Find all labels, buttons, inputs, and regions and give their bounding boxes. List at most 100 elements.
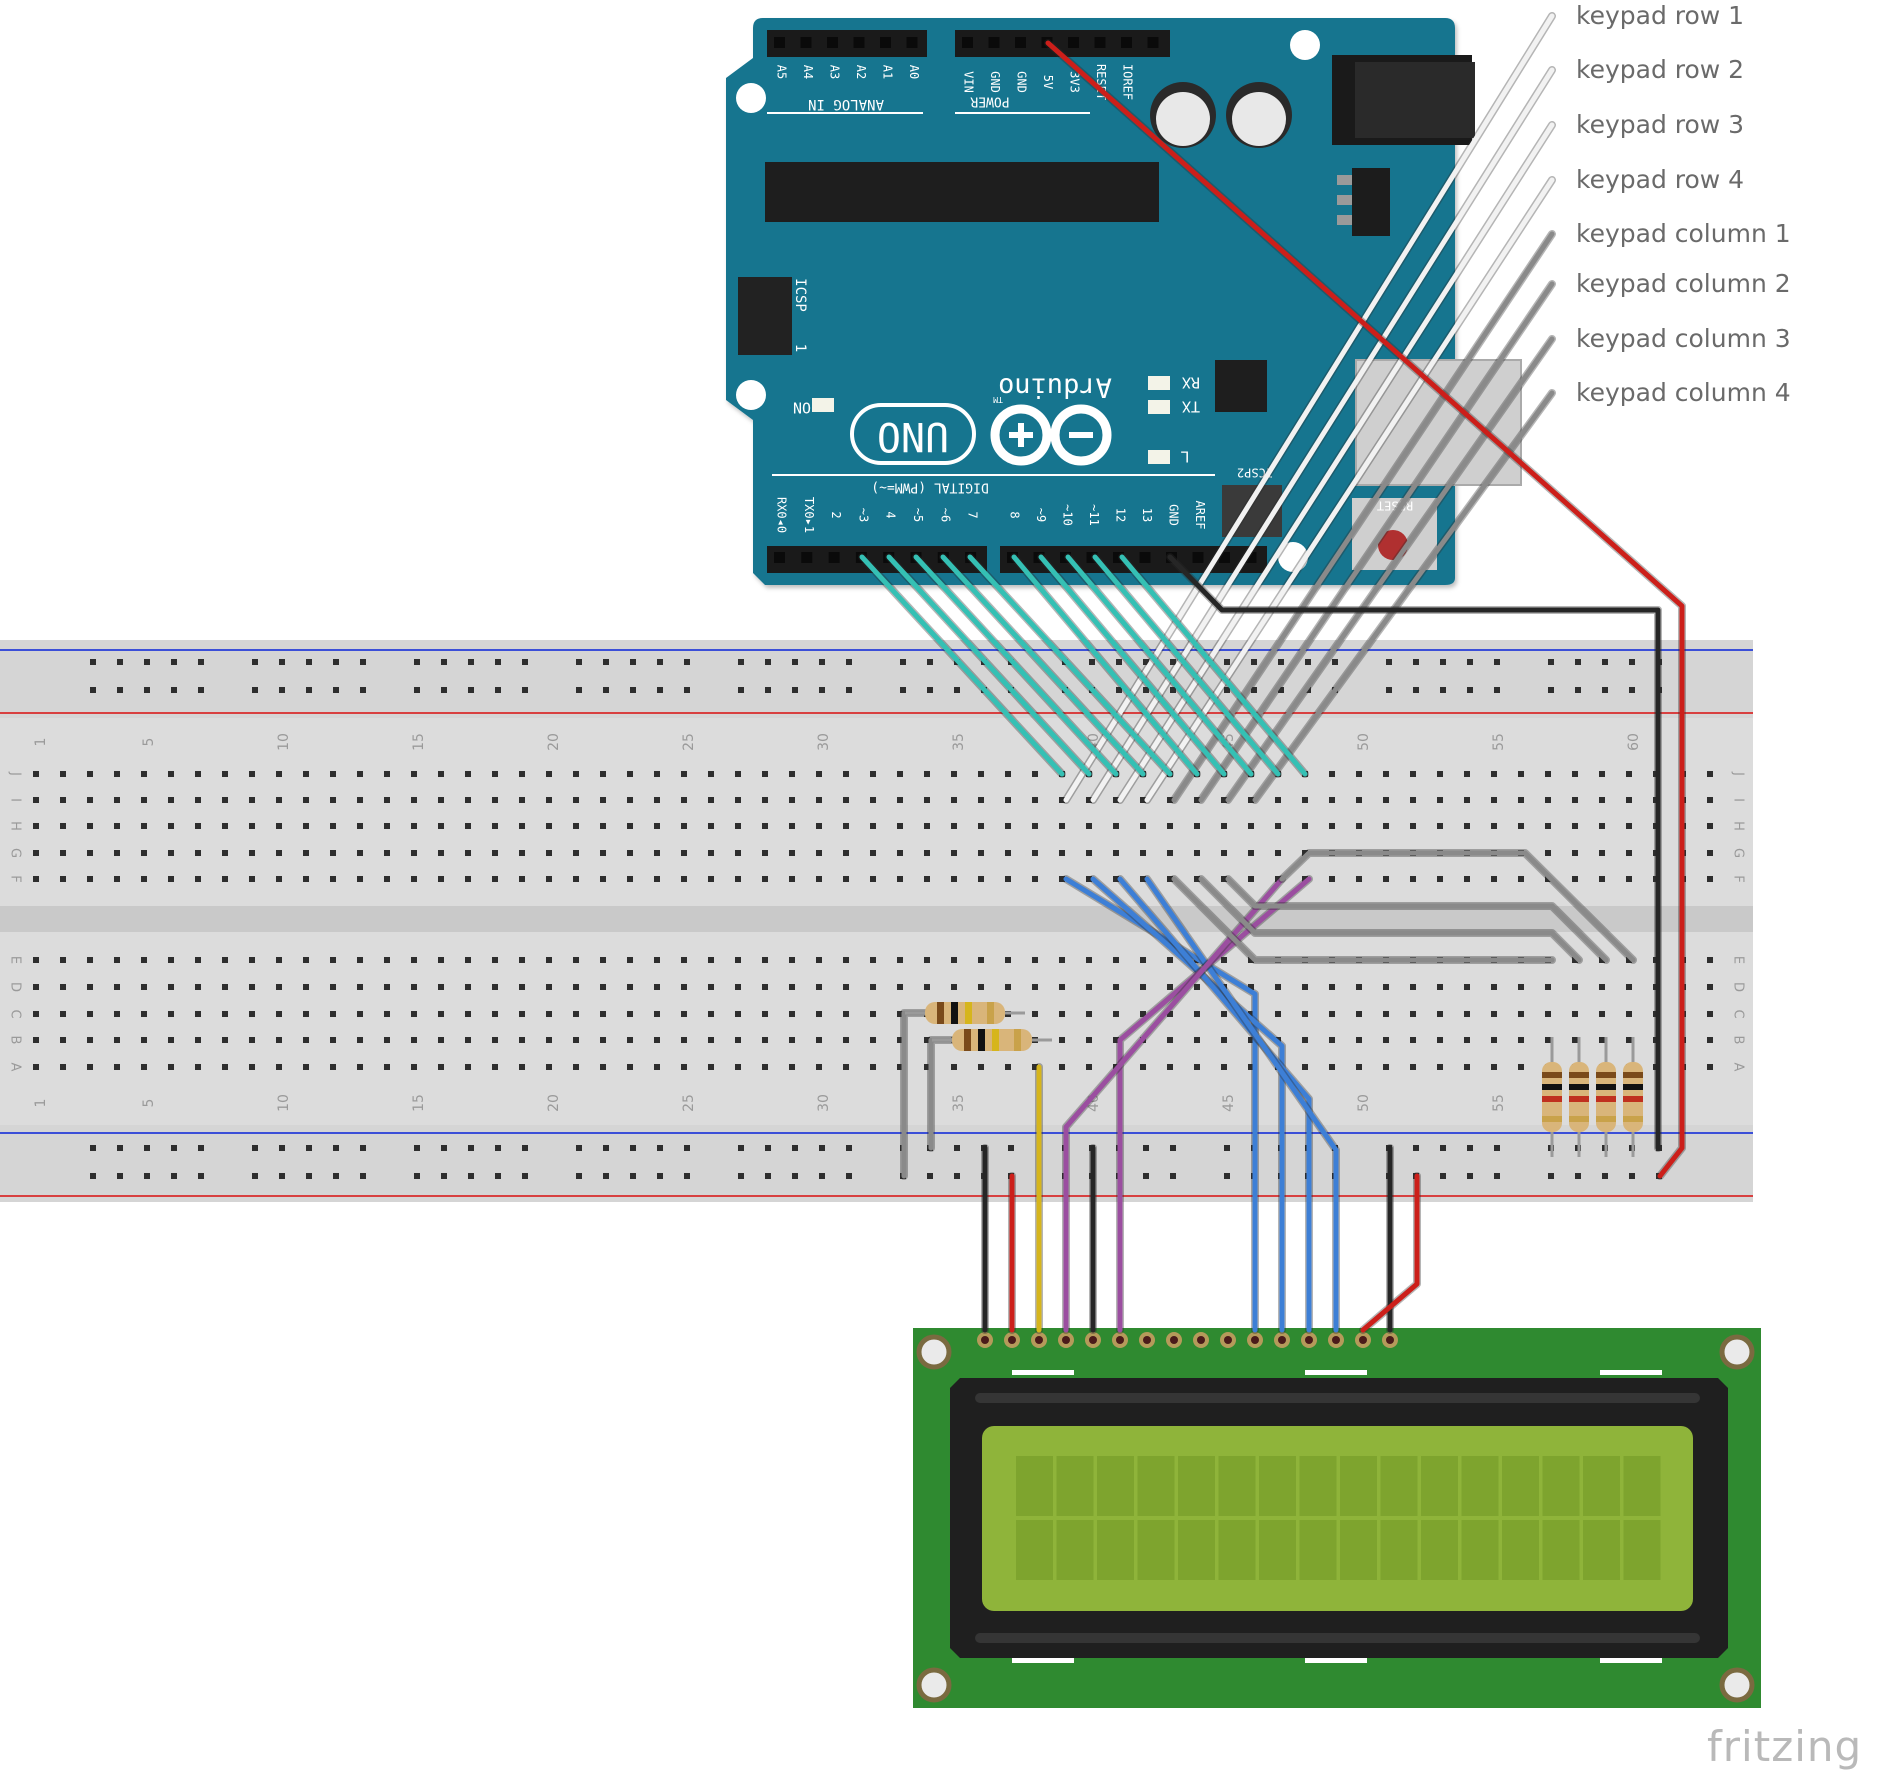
breadboard-hole xyxy=(627,984,633,990)
breadboard-hole xyxy=(627,850,633,856)
rail-hole xyxy=(954,1173,960,1179)
analog-pin-label: A2 xyxy=(854,65,868,79)
breadboard-hole xyxy=(222,797,228,803)
rail-hole xyxy=(198,1173,204,1179)
breadboard-hole xyxy=(276,850,282,856)
digital-pin-label: AREF xyxy=(1193,501,1207,530)
breadboard-hole xyxy=(1599,876,1605,882)
breadboard-hole xyxy=(1032,771,1038,777)
breadboard-hole xyxy=(357,797,363,803)
rail-hole xyxy=(360,1145,366,1151)
rail-hole xyxy=(441,1173,447,1179)
breadboard-hole xyxy=(411,957,417,963)
breadboard-hole xyxy=(762,1011,768,1017)
breadboard-hole xyxy=(168,876,174,882)
rail-hole xyxy=(171,1173,177,1179)
rail-hole xyxy=(441,687,447,693)
breadboard-hole xyxy=(276,1037,282,1043)
breadboard-hole xyxy=(1059,957,1065,963)
breadboard-hole xyxy=(1626,984,1632,990)
digital-pin-label: RX0◂0 xyxy=(775,497,789,533)
rail-hole xyxy=(1116,659,1122,665)
breadboard-hole xyxy=(1518,876,1524,882)
breadboard-hole xyxy=(1113,823,1119,829)
breadboard-hole xyxy=(924,984,930,990)
breadboard-hole xyxy=(492,957,498,963)
lcd-pin-hole xyxy=(1062,1336,1070,1344)
rail-hole xyxy=(1386,687,1392,693)
digital-pin-label: 7 xyxy=(966,511,980,518)
lcd-character-cell xyxy=(1502,1520,1539,1580)
breadboard-hole xyxy=(276,771,282,777)
rail-hole xyxy=(846,687,852,693)
power-label: POWER xyxy=(970,94,1009,109)
icsp-one-mark: 1 xyxy=(792,344,808,352)
breadboard-hole xyxy=(978,1064,984,1070)
header-pin xyxy=(988,37,1000,48)
rail-hole xyxy=(1251,687,1257,693)
breadboard-hole xyxy=(1113,797,1119,803)
lcd-character-cell xyxy=(1016,1456,1053,1516)
column-number: 55 xyxy=(1491,1094,1507,1112)
breadboard-hole xyxy=(843,876,849,882)
breadboard-hole xyxy=(1572,957,1578,963)
breadboard-hole xyxy=(1302,850,1308,856)
breadboard-hole xyxy=(114,984,120,990)
breadboard-hole xyxy=(195,984,201,990)
breadboard-hole xyxy=(195,771,201,777)
breadboard-hole xyxy=(1275,850,1281,856)
rail-hole xyxy=(468,659,474,665)
breadboard-hole xyxy=(33,797,39,803)
dc-jack-body xyxy=(1355,62,1475,138)
digital-pin-label: ~5 xyxy=(911,508,925,522)
breadboard-hole xyxy=(897,771,903,777)
breadboard-hole xyxy=(924,850,930,856)
breadboard-hole xyxy=(1167,957,1173,963)
breadboard-hole xyxy=(1005,876,1011,882)
digital-pin-label: 13 xyxy=(1140,508,1154,522)
rail-hole xyxy=(90,659,96,665)
breadboard-hole xyxy=(222,1037,228,1043)
breadboard-hole xyxy=(1167,1037,1173,1043)
rail-hole xyxy=(576,1145,582,1151)
rail-hole xyxy=(117,1145,123,1151)
rail-hole xyxy=(1494,687,1500,693)
breadboard-hole xyxy=(1086,984,1092,990)
resistor-band xyxy=(1596,1116,1616,1122)
lcd-character-cell xyxy=(1178,1520,1215,1580)
lcd-pin-hole xyxy=(1035,1336,1043,1344)
column-number: 10 xyxy=(276,1094,292,1112)
lcd-pin-hole xyxy=(1170,1336,1178,1344)
breadboard-hole xyxy=(816,823,822,829)
rail-hole xyxy=(360,687,366,693)
breadboard-hole xyxy=(249,771,255,777)
breadboard-hole xyxy=(1059,876,1065,882)
keypad-row-wire xyxy=(1117,122,1555,803)
breadboard-hole xyxy=(1356,1011,1362,1017)
breadboard-hole xyxy=(978,984,984,990)
rail-hole xyxy=(1386,659,1392,665)
rail-hole xyxy=(954,1145,960,1151)
rail-hole xyxy=(333,687,339,693)
breadboard-hole xyxy=(1086,823,1092,829)
breadboard-hole xyxy=(1329,797,1335,803)
rail-hole xyxy=(1494,1145,1500,1151)
column-number: 35 xyxy=(951,733,967,751)
breadboard-hole xyxy=(384,984,390,990)
breadboard-hole xyxy=(735,1011,741,1017)
rail-hole xyxy=(1116,687,1122,693)
breadboard-hole xyxy=(249,823,255,829)
header-pin xyxy=(774,552,785,563)
lcd-pin-hole xyxy=(1359,1336,1367,1344)
lcd-pin-hole xyxy=(1386,1336,1394,1344)
breadboard-hole xyxy=(60,1011,66,1017)
rail-hole xyxy=(684,659,690,665)
rail-hole xyxy=(441,659,447,665)
breadboard-hole xyxy=(1140,1064,1146,1070)
breadboard-hole xyxy=(60,984,66,990)
breadboard-hole xyxy=(1437,1037,1443,1043)
breadboard-hole xyxy=(789,984,795,990)
breadboard-hole xyxy=(492,823,498,829)
rail-hole xyxy=(144,659,150,665)
breadboard-hole xyxy=(60,823,66,829)
